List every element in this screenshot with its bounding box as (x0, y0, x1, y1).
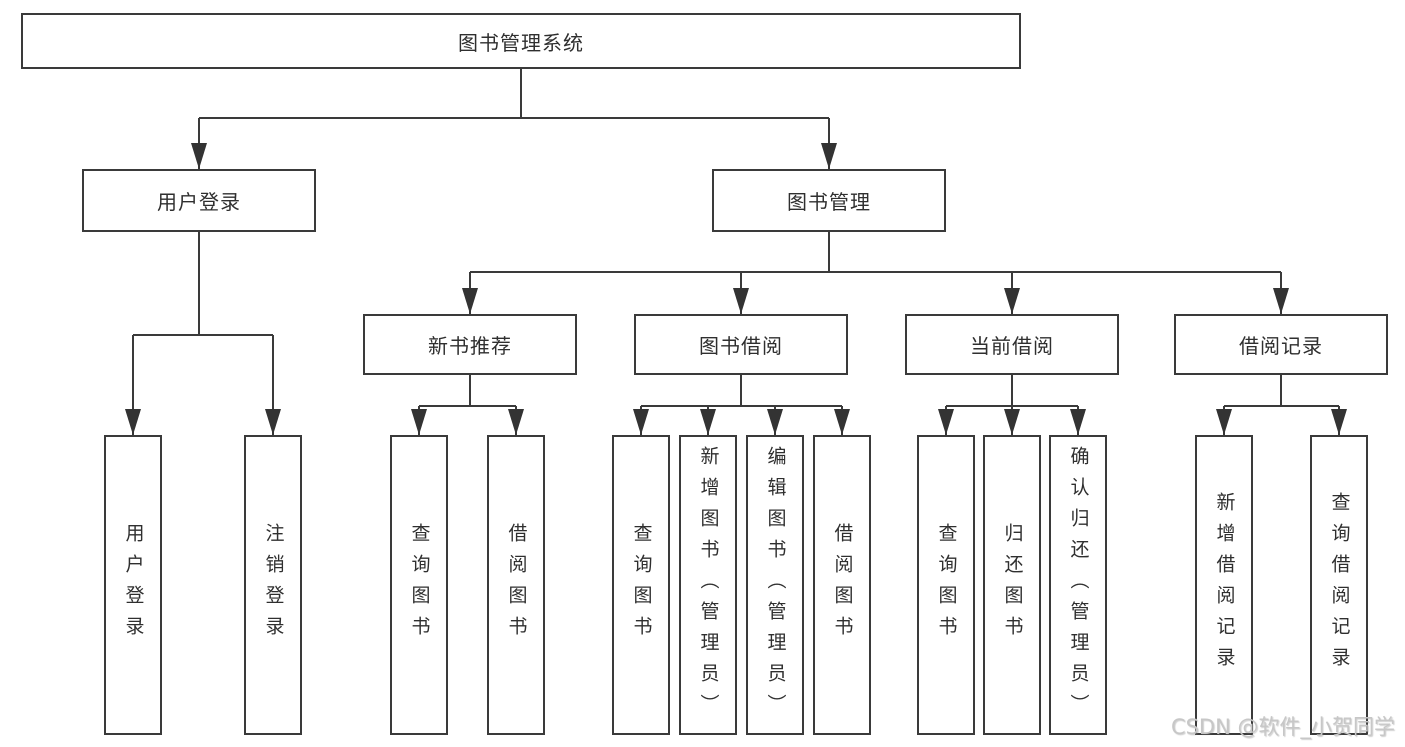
node-borrow-records-label: 借阅记录 (1239, 334, 1323, 358)
leaf-borrow-query-books: 查询图书 (612, 435, 670, 735)
node-book-management: 图书管理 (712, 169, 946, 232)
node-new-book-recommend: 新书推荐 (363, 314, 577, 375)
tree-edges (132, 69, 1340, 435)
leaf-borrow-books: 借阅图书 (813, 435, 871, 735)
leaf-borrow-query-books-label: 查询图书 (630, 523, 653, 647)
leaf-current-query-books: 查询图书 (917, 435, 975, 735)
leaf-recommend-borrow-books-label: 借阅图书 (505, 523, 528, 647)
node-book-borrow-label: 图书借阅 (699, 334, 783, 358)
csdn-watermark: CSDN @软件_小贺同学 (1170, 715, 1395, 739)
arrow-icon (767, 409, 783, 435)
arrow-icon (834, 409, 850, 435)
leaf-recommend-borrow-books: 借阅图书 (487, 435, 545, 735)
node-borrow-records: 借阅记录 (1174, 314, 1388, 375)
leaf-confirm-return-admin: 确认归还（管理员） (1049, 435, 1107, 735)
arrow-icon (265, 409, 281, 435)
arrow-icon (191, 143, 207, 169)
leaf-edit-books-admin-label: 编辑图书（管理员） (764, 445, 787, 725)
arrow-icon (1004, 409, 1020, 435)
arrow-icon (821, 143, 837, 169)
leaf-recommend-query-books-label: 查询图书 (408, 523, 431, 647)
leaf-edit-books-admin: 编辑图书（管理员） (746, 435, 804, 735)
leaf-borrow-books-label: 借阅图书 (831, 523, 854, 647)
leaf-recommend-query-books: 查询图书 (390, 435, 448, 735)
arrow-icon (633, 409, 649, 435)
node-root-label: 图书管理系统 (458, 30, 584, 55)
leaf-add-books-admin-label: 新增图书（管理员） (697, 445, 720, 725)
arrow-icon (1331, 409, 1347, 435)
leaf-add-borrow-record-label: 新增借阅记录 (1213, 492, 1236, 678)
leaf-query-borrow-record: 查询借阅记录 (1310, 435, 1368, 735)
arrow-icon (1004, 288, 1020, 314)
leaf-user-login-label: 用户登录 (122, 523, 145, 647)
node-book-management-label: 图书管理 (787, 190, 871, 214)
node-root: 图书管理系统 (21, 13, 1021, 69)
arrow-icon (700, 409, 716, 435)
leaf-add-books-admin: 新增图书（管理员） (679, 435, 737, 735)
leaf-return-books: 归还图书 (983, 435, 1041, 735)
arrow-icon (1216, 409, 1232, 435)
node-book-borrow: 图书借阅 (634, 314, 848, 375)
node-current-borrow-label: 当前借阅 (970, 334, 1054, 358)
node-new-book-recommend-label: 新书推荐 (428, 334, 512, 358)
arrow-icon (938, 409, 954, 435)
leaf-logout: 注销登录 (244, 435, 302, 735)
leaf-logout-label: 注销登录 (262, 523, 285, 647)
leaf-user-login: 用户登录 (104, 435, 162, 735)
node-user-login: 用户登录 (82, 169, 316, 232)
leaf-add-borrow-record: 新增借阅记录 (1195, 435, 1253, 735)
arrow-icon (508, 409, 524, 435)
leaf-current-query-books-label: 查询图书 (935, 523, 958, 647)
arrow-icon (125, 409, 141, 435)
arrow-icon (462, 288, 478, 314)
arrow-icon (733, 288, 749, 314)
leaf-query-borrow-record-label: 查询借阅记录 (1328, 492, 1351, 678)
leaf-confirm-return-admin-label: 确认归还（管理员） (1067, 445, 1090, 725)
leaf-return-books-label: 归还图书 (1001, 523, 1024, 647)
arrow-icon (1273, 288, 1289, 314)
node-user-login-label: 用户登录 (157, 190, 241, 214)
node-current-borrow: 当前借阅 (905, 314, 1119, 375)
arrow-icon (411, 409, 427, 435)
arrow-icon (1070, 409, 1086, 435)
